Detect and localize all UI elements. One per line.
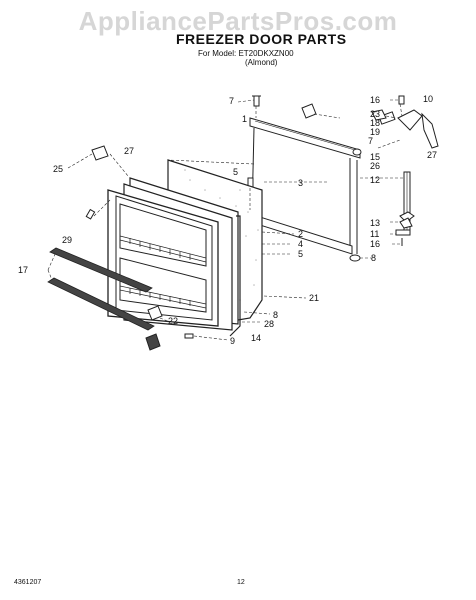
- top-hinge-bar: [249, 117, 361, 159]
- callout-5-top: 5: [233, 167, 238, 177]
- model-line: For Model: ET20DKXZN00: [198, 49, 294, 58]
- callout-22: 22: [168, 316, 178, 326]
- callout-18: 18: [370, 118, 380, 128]
- callout-19: 19: [370, 127, 380, 137]
- callout-24: 26: [370, 161, 380, 171]
- washer-7-top: [352, 148, 362, 156]
- callout-21: 21: [309, 293, 319, 303]
- watermark-text: AppliancePartsPros.com: [78, 6, 398, 36]
- callout-7: 8: [371, 253, 376, 263]
- hinge-bracket: [378, 109, 439, 149]
- callout-6: 7: [229, 96, 234, 106]
- washer-7: [349, 254, 361, 262]
- callout-2: 2: [298, 229, 303, 239]
- callout-16-top: 16: [370, 95, 380, 105]
- callout-3: 3: [298, 178, 303, 188]
- callout-7-top: 7: [368, 136, 373, 146]
- callout-10: 10: [423, 94, 433, 104]
- leader-lines: [47, 99, 404, 341]
- callout-14: 15: [370, 152, 380, 162]
- callout-12: 12: [370, 175, 380, 185]
- shim-13: [399, 217, 413, 229]
- shim-18: [301, 103, 317, 119]
- callout-27: 27: [124, 146, 134, 156]
- shelf-rails: [119, 235, 207, 309]
- screw-9: [184, 333, 194, 339]
- callout-16: 16: [370, 239, 380, 249]
- end-cap-22b: [145, 333, 161, 351]
- page-title: FREEZER DOOR PARTS: [176, 31, 347, 47]
- callout-11: 11: [370, 229, 379, 239]
- callout-4: 4: [298, 239, 303, 249]
- screw-29: [85, 208, 96, 220]
- shim-23: [371, 109, 387, 121]
- document-number: 4361207: [14, 579, 42, 586]
- screw-16-top: [398, 95, 405, 105]
- door-gasket: [229, 215, 241, 337]
- callout-28: 28: [264, 319, 274, 329]
- color-line: (Almond): [245, 58, 278, 67]
- callout-5: 5: [298, 249, 303, 259]
- callout-labels: 7 1 16 10 23 18 19 7 15 26 27 12 3 5 13 …: [18, 94, 437, 346]
- screw-6: [252, 95, 261, 107]
- shelf-bar-17-upper: [49, 247, 153, 293]
- end-cap-22: [147, 305, 163, 321]
- callout-13: 13: [370, 218, 380, 228]
- callout-26: 25: [53, 164, 63, 174]
- callout-25: 27: [427, 150, 437, 160]
- page-number: 12: [237, 579, 245, 586]
- callout-29: 29: [62, 235, 72, 245]
- callout-17: 17: [18, 265, 28, 275]
- callout-9: 9: [230, 336, 235, 346]
- callout-23: 23: [370, 109, 380, 119]
- callout-8: 8: [273, 310, 278, 320]
- door-clip-26: [91, 145, 109, 161]
- callout-15: 14: [251, 333, 261, 343]
- callout-1: 1: [242, 114, 247, 124]
